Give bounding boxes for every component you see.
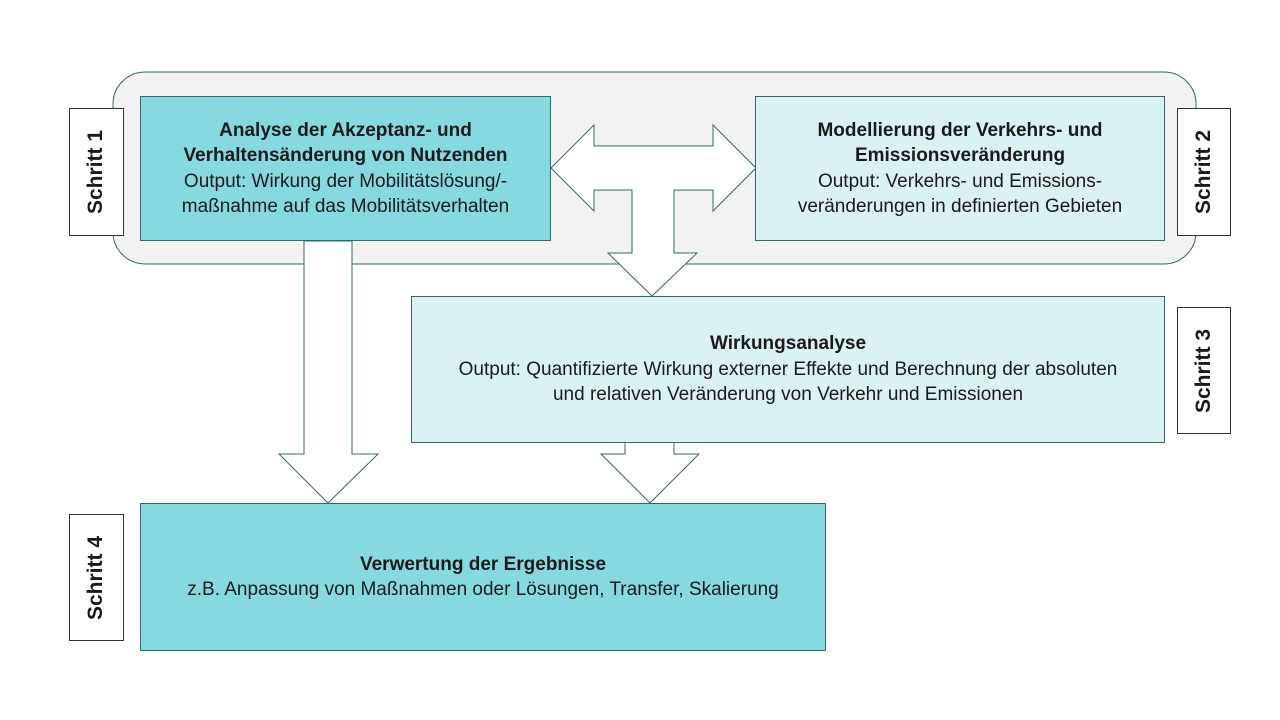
arrow-step1-to-step4 — [277, 240, 380, 504]
step-2-label: Schritt 2 — [1177, 108, 1231, 236]
box1-output-line2: maßnahme auf das Mobilitätsverhalten — [181, 196, 510, 217]
box1-title-line1: Analyse der Akzeptanz- und — [219, 119, 472, 141]
box1-output-line1: Output: Wirkung der Mobilitätslösung/- — [183, 170, 508, 192]
box4-output-line1: z.B. Anpassung von Maßnahmen oder Lösung… — [187, 579, 779, 600]
box2-output-line1: Output: Verkehrs- und Emissions- — [817, 170, 1103, 192]
box3-title: Wirkungsanalyse — [709, 333, 867, 355]
box1-title-line2: Verhaltensänderung von Nutzenden — [183, 145, 508, 166]
step-4-label: Schritt 4 — [69, 514, 124, 641]
box-akzeptanz-analyse: Analyse der Akzeptanz- und Verhaltensänd… — [140, 96, 551, 241]
box-verkehrs-modellierung: Modellierung der Verkehrs- und Emissions… — [755, 96, 1165, 241]
step-1-label: Schritt 1 — [69, 108, 124, 236]
step-1-text: Schritt 1 — [84, 129, 108, 215]
step-3-text: Schritt 3 — [1192, 328, 1215, 413]
step-2-text: Schritt 2 — [1192, 129, 1215, 215]
step-4-text: Schritt 4 — [84, 535, 108, 620]
box3-output-line2: und relativen Veränderung von Verkehr un… — [552, 384, 1024, 406]
step-3-label: Schritt 3 — [1177, 307, 1231, 434]
box2-title-line2: Emissionsveränderung — [854, 145, 1066, 166]
arrow-step3-to-step4 — [599, 441, 701, 504]
double-arrow-t-connector — [550, 123, 757, 297]
box4-title: Verwertung der Ergebnisse — [359, 553, 607, 575]
box2-title-line1: Modellierung der Verkehrs- und — [817, 119, 1103, 141]
box-wirkungsanalyse: Wirkungsanalyse Output: Quantifizierte W… — [411, 296, 1165, 443]
box3-output-line1: Output: Quantifizierte Wirkung externer … — [458, 358, 1118, 380]
box2-output-line2: veränderungen in definierten Gebieten — [797, 196, 1123, 217]
box-verwertung: Verwertung der Ergebnisse z.B. Anpassung… — [140, 503, 826, 651]
